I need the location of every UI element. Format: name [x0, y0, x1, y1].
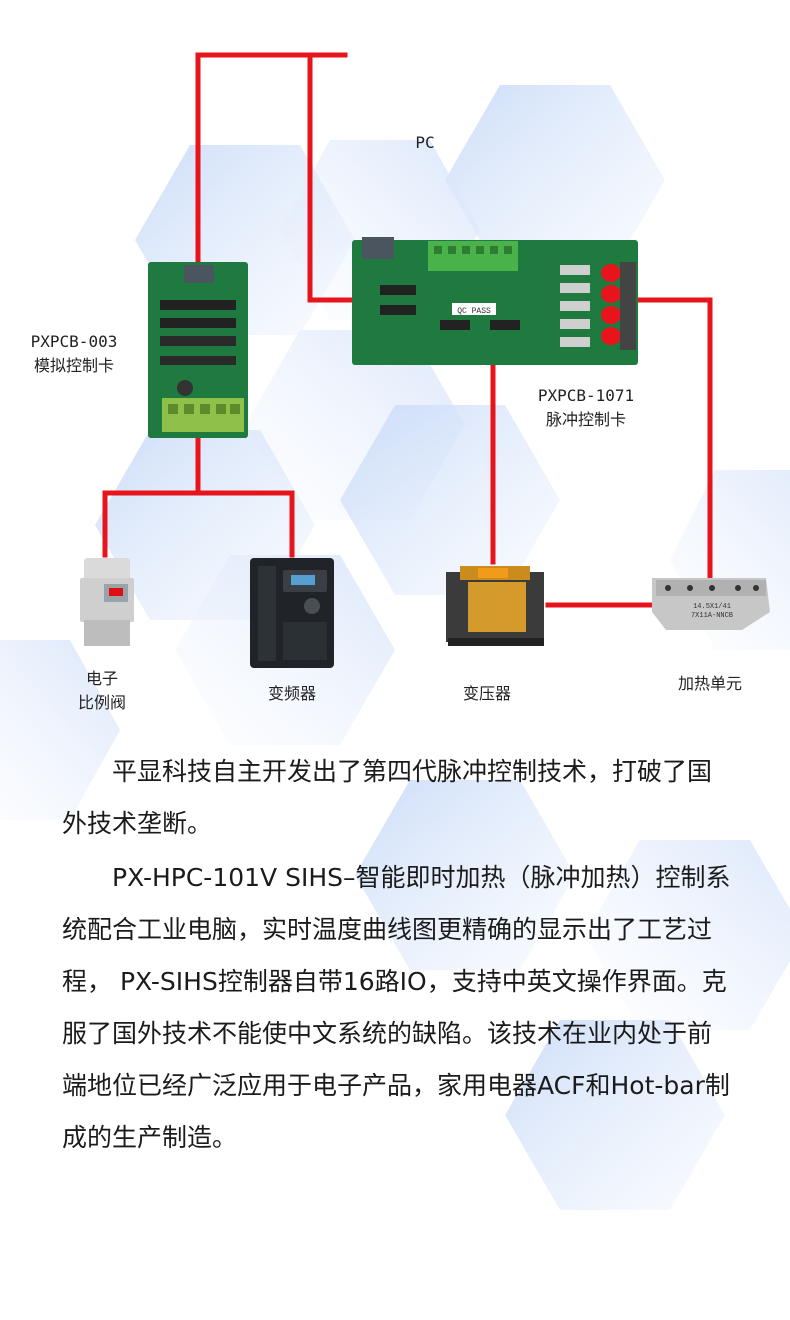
pxpcb1071-description: 脉冲控制卡	[545, 410, 626, 429]
pxpcb003-label: PXPCB-003 模拟控制卡	[14, 330, 134, 378]
product-description-text: PX-HPC-101V SIHS–智能即时加热（脉冲加热）控制系统配合工业电脑，…	[62, 863, 731, 1152]
pc-label: PC	[415, 133, 435, 152]
proportional-valve-device	[80, 558, 134, 646]
wire-to-valve	[102, 490, 295, 558]
pxpcb1071-label: PXPCB-1071 脉冲控制卡	[520, 384, 652, 432]
intro-paragraph-text: 平显科技自主开发出了第四代脉冲控制技术，打破了国外技术垄断。	[62, 757, 713, 838]
wire-connections	[102, 52, 713, 608]
heater-marking-line1: 14.5X1/41	[693, 603, 731, 611]
pxpcb003-model: PXPCB-003	[30, 332, 118, 351]
valve-label: 电子 比例阀	[52, 667, 152, 715]
wire-pc-to-pxpcb003	[195, 52, 348, 268]
product-description-paragraph: PX-HPC-101V SIHS–智能即时加热（脉冲加热）控制系统配合工业电脑，…	[62, 852, 732, 1164]
board-qc-label: QC PASS	[457, 307, 491, 316]
pxpcb003-description: 模拟控制卡	[33, 356, 114, 375]
heater-unit-device: 14.5X1/41 7X11A-NNCB	[652, 578, 770, 630]
intro-paragraph: 平显科技自主开发出了第四代脉冲控制技术，打破了国外技术垄断。	[62, 746, 732, 850]
heater-marking-line2: 7X11A-NNCB	[691, 612, 733, 620]
inverter-device	[250, 558, 334, 668]
pxpcb1071-board: QC PASS	[352, 237, 638, 365]
valve-label-line2: 比例阀	[77, 693, 126, 712]
pxpcb1071-model: PXPCB-1071	[537, 386, 635, 405]
wire-pxpcb1071-to-heater	[635, 297, 713, 583]
inverter-label: 变频器	[267, 684, 316, 703]
system-wiring-diagram: QC PASS 14.5X1/41 7X11A-NNCB	[80, 52, 770, 668]
transformer-device	[446, 566, 544, 646]
wire-pc-to-pxpcb1071	[307, 52, 355, 303]
pxpcb003-board	[148, 262, 248, 438]
valve-label-line1: 电子	[85, 669, 118, 688]
heater-unit-label: 加热单元	[677, 674, 742, 693]
transformer-label: 变压器	[462, 684, 511, 703]
